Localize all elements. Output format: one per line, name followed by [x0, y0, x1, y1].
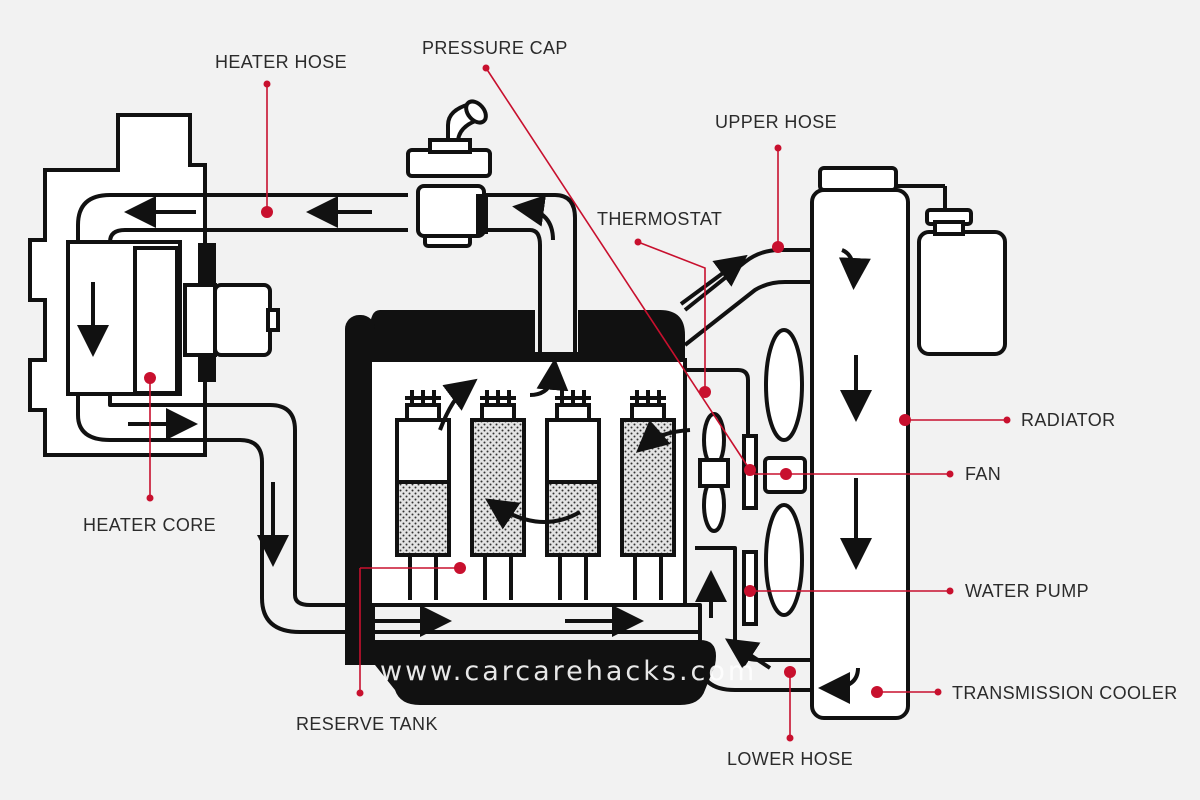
dot-upper-hose-label [774, 144, 782, 152]
radiator [810, 166, 947, 720]
dot-pressure-cap-label [482, 64, 490, 72]
pressure-cap-housing [406, 99, 492, 248]
label-reserve-tank: RESERVE TANK [296, 714, 438, 734]
callout-dots [144, 64, 1011, 742]
dot-water-pump-label [946, 587, 954, 595]
dot-fan-label [946, 470, 954, 478]
dot-fan [744, 464, 756, 476]
label-lower-hose: LOWER HOSE [727, 749, 854, 769]
label-pressure-cap: PRESSURE CAP [422, 38, 568, 58]
dot-transmission-cooler-label [934, 688, 942, 696]
label-heater-core: HEATER CORE [83, 515, 217, 535]
dot-radiator [899, 414, 911, 426]
label-radiator: RADIATOR [1021, 410, 1116, 430]
label-heater-hose: HEATER HOSE [215, 52, 348, 72]
dot-heater-hose-label [263, 80, 271, 88]
flow-arrows [77, 194, 872, 704]
cylinder-3 [545, 390, 601, 600]
label-transmission-cooler: TRANSMISSION COOLER [952, 683, 1178, 703]
dot-reserve-tank [454, 562, 466, 574]
dot-radiator-label [1003, 416, 1011, 424]
dot-reserve-tank-label [356, 689, 364, 697]
dot-upper-hose [772, 241, 784, 253]
cylinder-1 [395, 390, 451, 600]
dot-heater-hose [261, 206, 273, 218]
cylinder-2 [470, 390, 526, 600]
label-fan: FAN [965, 464, 1002, 484]
watermark: www.carcarehacks.com [380, 656, 758, 687]
dot-thermostat-label [634, 238, 642, 246]
dot-transmission-cooler [871, 686, 883, 698]
reserve-tank-bottle [917, 208, 1007, 356]
heater-core-unit [28, 113, 280, 457]
label-upper-hose: UPPER HOSE [715, 112, 838, 132]
label-thermostat: THERMOSTAT [597, 209, 723, 229]
label-water-pump: WATER PUMP [965, 581, 1089, 601]
dot-water-pump [744, 585, 756, 597]
dot-lower-hose-label [786, 734, 794, 742]
dot-heater-core-label [146, 494, 154, 502]
dot-heater-core [144, 372, 156, 384]
callout-lines [149, 67, 1007, 738]
dot-fan-center [780, 468, 792, 480]
hoses [76, 193, 812, 692]
dot-lower-hose [784, 666, 796, 678]
dot-thermostat [699, 386, 711, 398]
